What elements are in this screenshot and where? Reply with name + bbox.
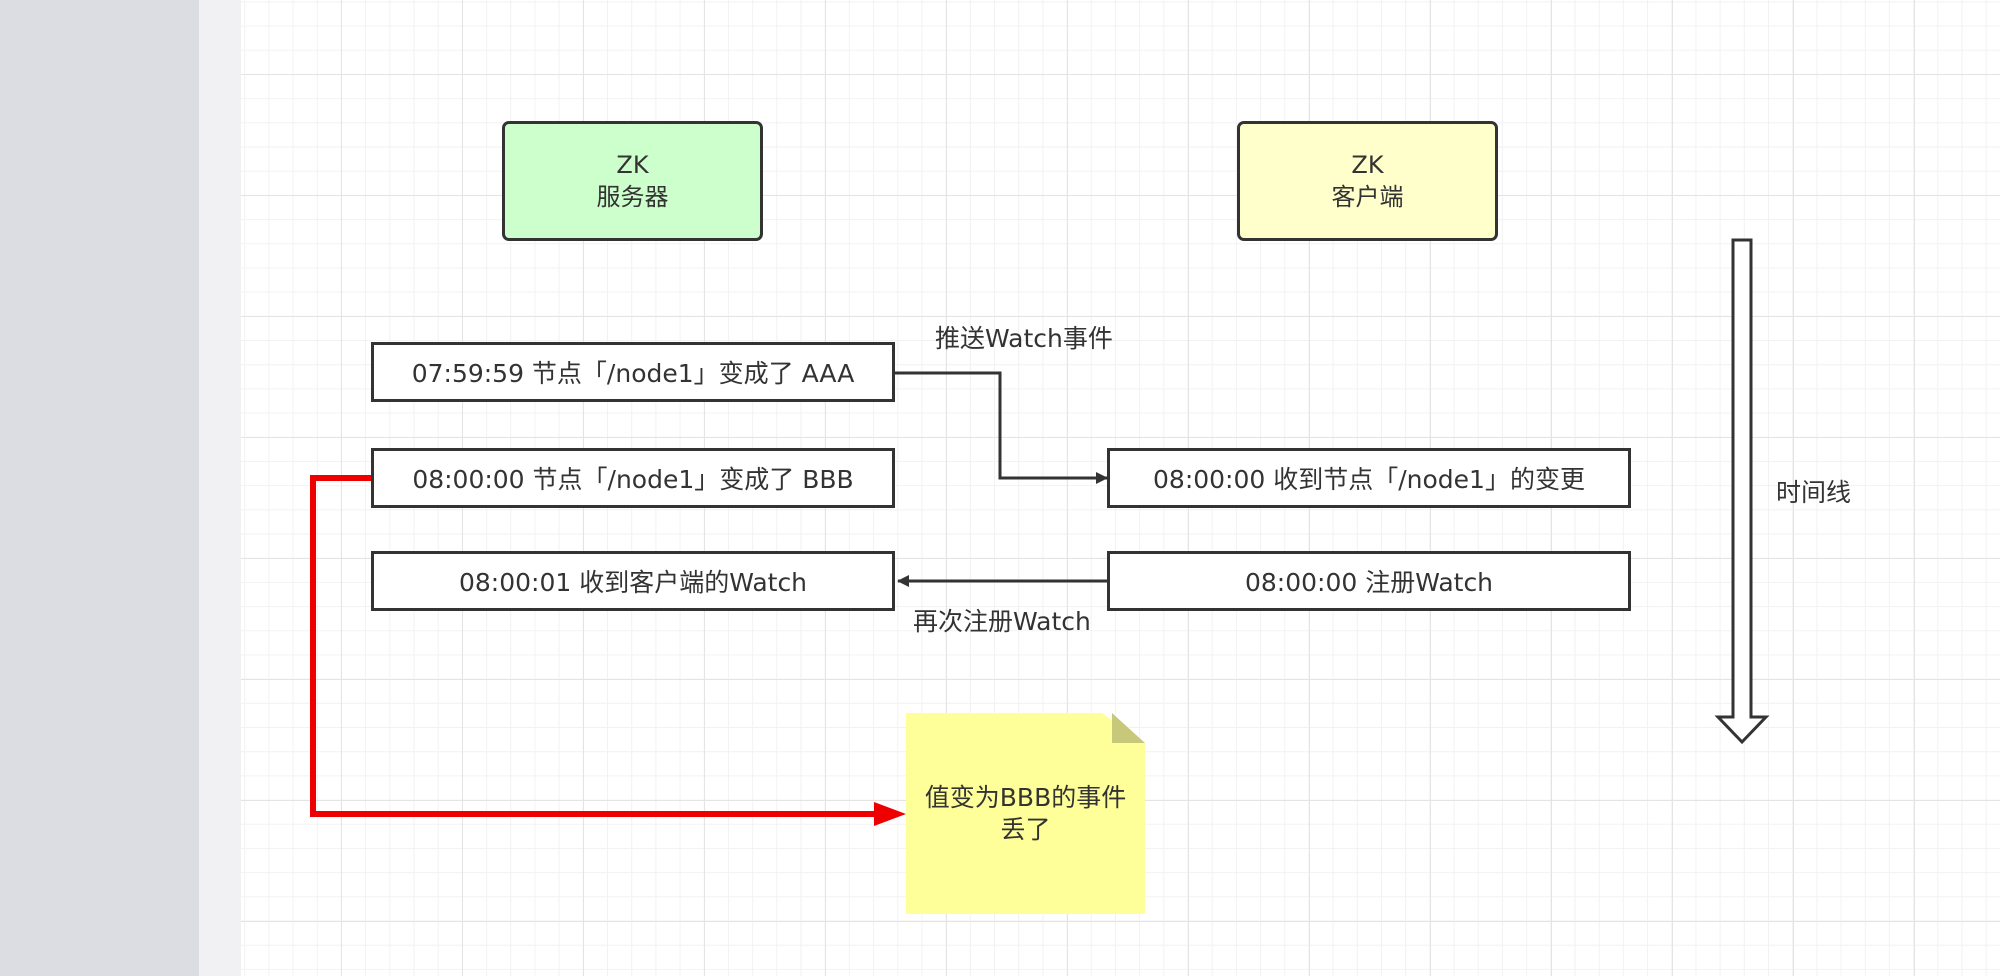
client-event-receive-change-text: 08:00:00 收到节点「/node1」的变更	[1153, 465, 1585, 494]
zk-server-box[interactable]: ZK 服务器	[502, 121, 763, 241]
zk-client-line1: ZK	[1351, 151, 1384, 179]
reregister-watch-label: 再次注册Watch	[913, 607, 1091, 636]
sticky-note[interactable]	[906, 713, 1145, 914]
client-event-register-watch[interactable]: 08:00:00 注册Watch	[1107, 551, 1631, 611]
server-event-receive-watch-text: 08:00:01 收到客户端的Watch	[458, 568, 808, 597]
sticky-note-text: 值变为BBB的事件丢了	[924, 782, 1127, 844]
server-event-node-bbb[interactable]: 08:00:00 节点「/node1」变成了 BBB	[371, 448, 895, 508]
lost-event-edge[interactable]	[310, 475, 884, 817]
server-event-receive-watch[interactable]: 08:00:01 收到客户端的Watch	[371, 551, 895, 611]
client-event-register-watch-text: 08:00:00 注册Watch	[1244, 568, 1494, 597]
zk-client-box[interactable]: ZK 客户端	[1237, 121, 1498, 241]
push-watch-edge[interactable]	[895, 371, 1108, 484]
lost-event-arrowhead	[874, 802, 906, 826]
timeline-arrow[interactable]	[1714, 238, 1770, 745]
server-event-node-bbb-text: 08:00:00 节点「/node1」变成了 BBB	[412, 465, 854, 494]
client-event-receive-change[interactable]: 08:00:00 收到节点「/node1」的变更	[1107, 448, 1631, 508]
push-watch-label: 推送Watch事件	[935, 324, 1113, 353]
timeline-label: 时间线	[1776, 478, 1852, 507]
zk-server-line2: 服务器	[596, 183, 669, 211]
server-event-node-aaa-text: 07:59:59 节点「/node1」变成了 AAA	[411, 359, 855, 388]
server-event-node-aaa[interactable]: 07:59:59 节点「/node1」变成了 AAA	[371, 342, 895, 402]
canvas-gutter	[199, 0, 241, 976]
zk-server-line1: ZK	[616, 151, 649, 179]
zk-client-line2: 客户端	[1331, 183, 1404, 211]
left-sidebar-panel	[0, 0, 199, 976]
